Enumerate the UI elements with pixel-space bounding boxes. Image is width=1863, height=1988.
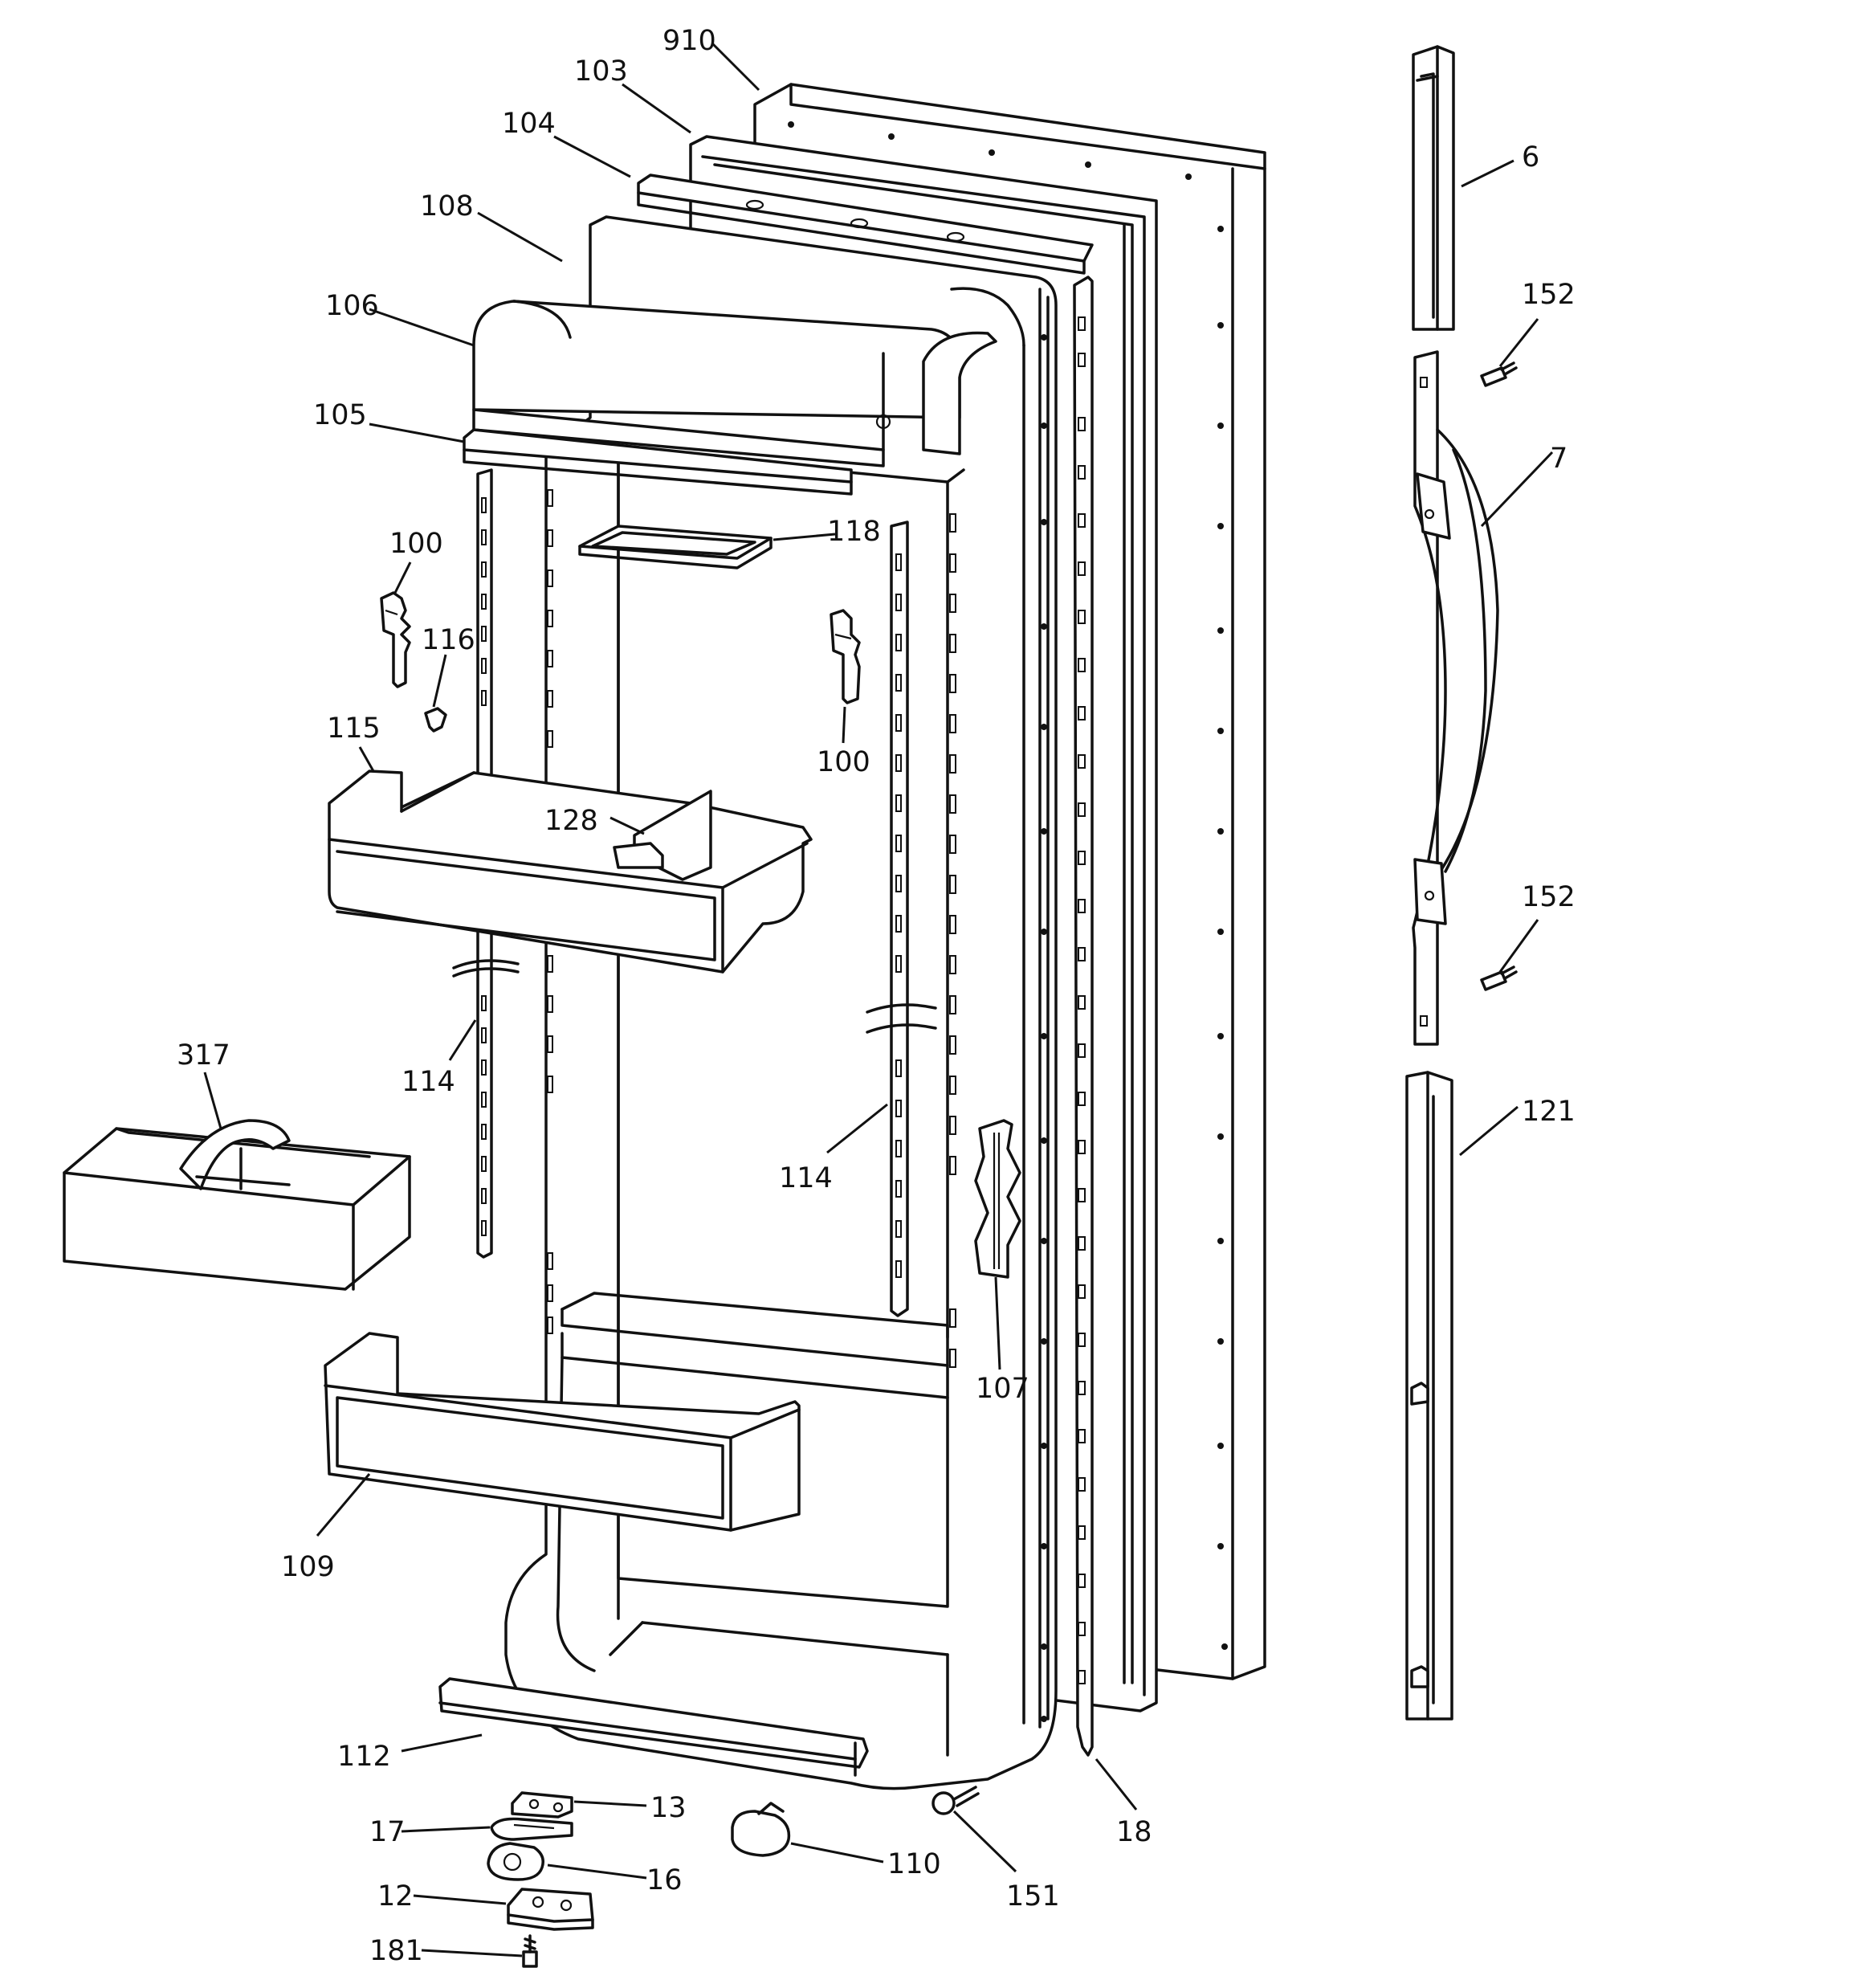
- callout-17: 17: [369, 1816, 406, 1848]
- small-clip: [424, 707, 447, 733]
- callout-109: 109: [281, 1551, 335, 1583]
- callout-151: 151: [1006, 1880, 1060, 1912]
- lower-door-bin: [324, 1332, 801, 1532]
- callout-121: 121: [1522, 1096, 1576, 1128]
- small-tray: [578, 525, 773, 569]
- callout-12: 12: [377, 1880, 414, 1912]
- handle-screw-upper: [1480, 361, 1518, 387]
- callout-18: 18: [1116, 1816, 1152, 1848]
- callout-13: 13: [650, 1792, 687, 1824]
- callout-108: 108: [420, 190, 474, 222]
- handle-screw-lower: [1480, 965, 1518, 991]
- callout-16: 16: [646, 1864, 683, 1896]
- leader-lines: [203, 43, 1554, 1957]
- hinge-plate-13: [511, 1791, 573, 1819]
- callout-6: 6: [1522, 141, 1539, 173]
- callout-317: 317: [177, 1039, 230, 1072]
- callout-100-right: 100: [817, 746, 870, 778]
- hinge-cam-16: [487, 1842, 544, 1881]
- shim-17: [490, 1817, 573, 1841]
- bottom-trim: [438, 1677, 869, 1777]
- shelf-bracket-right: [830, 609, 861, 704]
- callout-107: 107: [976, 1373, 1029, 1405]
- screw-151: [932, 1786, 980, 1815]
- top-rail: [637, 173, 1094, 275]
- callout-128: 128: [544, 805, 598, 837]
- right-shelf-rail: [866, 520, 937, 1317]
- callout-116: 116: [422, 624, 475, 656]
- dairy-compartment-door: [472, 300, 997, 467]
- callout-910: 910: [662, 25, 716, 57]
- shelf-bracket-left: [380, 591, 411, 688]
- hinge-bracket-12: [507, 1888, 594, 1931]
- callout-104: 104: [502, 108, 556, 140]
- callout-118: 118: [827, 516, 881, 548]
- hinge-side-strip: [1073, 276, 1094, 1757]
- handle-bottom-cap: [1405, 1071, 1453, 1721]
- callout-112: 112: [337, 1741, 391, 1773]
- door-handle: [1412, 350, 1499, 1046]
- callout-7: 7: [1550, 443, 1567, 475]
- callout-152-upper: 152: [1522, 279, 1576, 311]
- screw-181: [522, 1934, 538, 1968]
- callout-106: 106: [325, 290, 379, 322]
- callout-105: 105: [313, 399, 367, 431]
- callout-114-right: 114: [779, 1162, 833, 1194]
- magnet-strip: [974, 1119, 1021, 1279]
- callout-labels: 910 103 104 108 106 105 118 100 116 100 …: [177, 25, 1576, 1967]
- removable-bin: [63, 1119, 411, 1291]
- callout-110: 110: [887, 1848, 941, 1880]
- callout-100-left: 100: [389, 528, 443, 560]
- stop-110: [731, 1802, 791, 1857]
- callout-152-lower: 152: [1522, 881, 1576, 913]
- dairy-door-trim: [463, 428, 853, 496]
- callout-115: 115: [327, 712, 381, 745]
- callout-114-left: 114: [402, 1066, 455, 1098]
- handle-top-cap: [1412, 45, 1455, 331]
- upper-door-bin: [328, 769, 813, 974]
- callout-181: 181: [369, 1935, 423, 1967]
- callout-103: 103: [574, 55, 628, 88]
